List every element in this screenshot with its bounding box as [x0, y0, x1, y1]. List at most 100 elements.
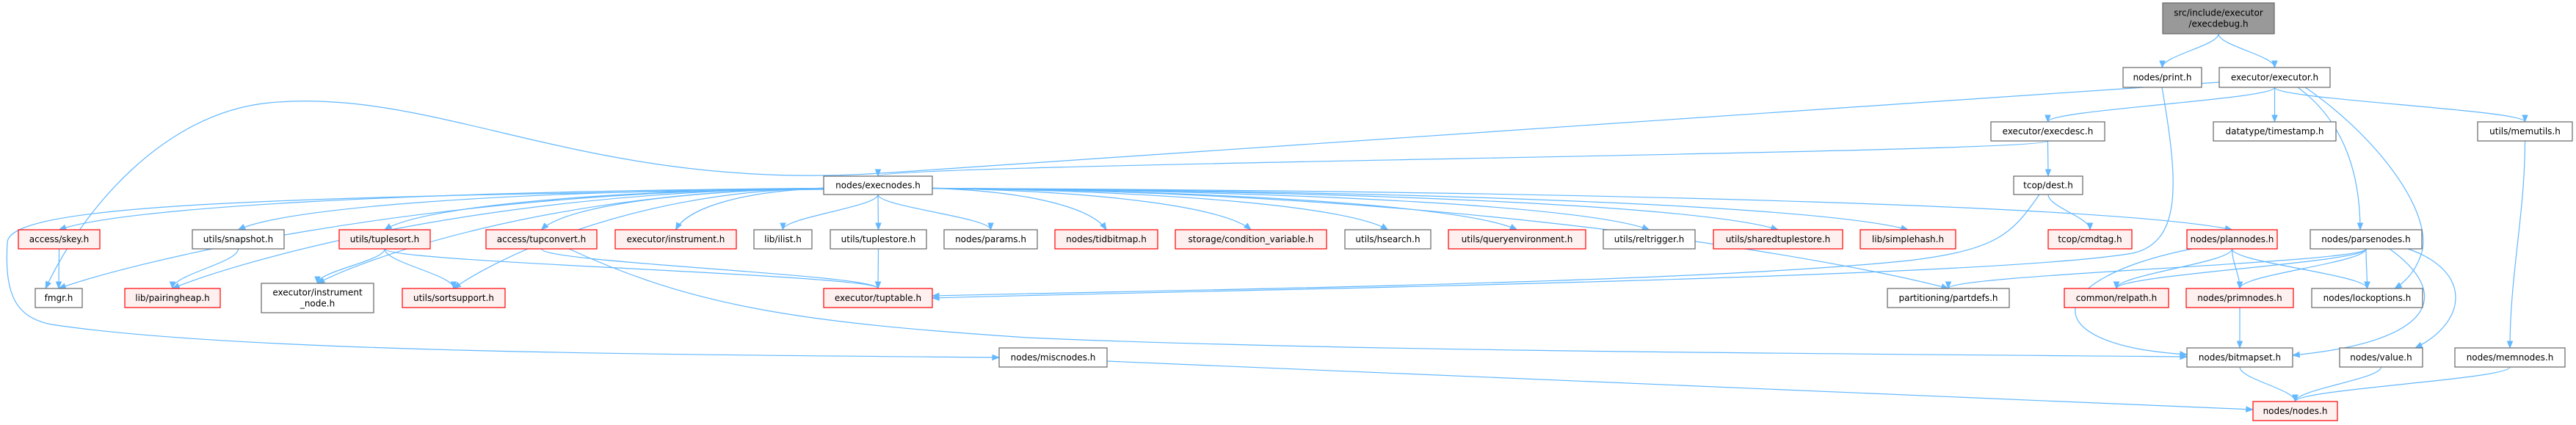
header-file-node[interactable]: nodes/memnodes.h — [2454, 347, 2566, 368]
node-box — [2122, 67, 2202, 88]
dependency-edge — [2292, 366, 2511, 403]
node-box — [2047, 229, 2133, 250]
header-file-node[interactable]: nodes/primnodes.h — [2185, 288, 2294, 308]
header-file-node[interactable]: executor/instrument_node.h — [261, 283, 374, 313]
node-label: storage/condition_variable.h — [1189, 234, 1314, 244]
dependency-edge — [314, 248, 385, 285]
header-file-node[interactable]: utils/memutils.h — [2477, 121, 2573, 142]
dependency-edge — [2045, 87, 2276, 123]
header-file-node[interactable]: access/tupconvert.h — [485, 229, 598, 250]
node-box — [1175, 229, 1327, 250]
node-box — [192, 229, 285, 250]
dependency-edge — [384, 248, 457, 290]
dependency-edge — [932, 187, 1518, 230]
dependency-edge — [2297, 87, 2364, 231]
dependency-edge — [1106, 360, 2254, 413]
header-file-node[interactable]: tcop/dest.h — [2013, 175, 2083, 195]
dependency-edge — [169, 248, 239, 290]
node-label: nodes/nodes.h — [2263, 406, 2328, 416]
header-file-node[interactable]: nodes/tidbitmap.h — [1054, 229, 1158, 250]
header-file-node[interactable]: utils/sharedtuplestore.h — [1713, 229, 1843, 250]
header-file-node[interactable]: utils/tuplesort.h — [338, 229, 431, 250]
node-box — [1054, 229, 1158, 250]
header-file-node[interactable]: nodes/parsenodes.h — [2310, 229, 2423, 250]
header-file-node[interactable]: utils/tuplestore.h — [830, 229, 927, 250]
header-file-node[interactable]: nodes/nodes.h — [2252, 401, 2338, 421]
dependency-edge — [2159, 33, 2219, 69]
node-label: nodes/primnodes.h — [2197, 293, 2282, 303]
node-box — [823, 175, 933, 195]
header-file-node[interactable]: nodes/bitmapset.h — [2186, 347, 2293, 368]
dependency-edge — [384, 248, 881, 290]
header-file-node[interactable]: executor/execdesc.h — [1990, 121, 2105, 142]
node-box — [2013, 175, 2083, 195]
header-file-node[interactable]: executor/instrument.h — [614, 229, 737, 250]
root-file-node: src/include/executor/execdebug.h — [2162, 2, 2275, 34]
dependency-edge — [316, 187, 824, 284]
dependency-edge — [57, 187, 824, 289]
header-file-node[interactable]: nodes/print.h — [2122, 67, 2202, 88]
header-file-node[interactable]: nodes/params.h — [943, 229, 1038, 250]
dependency-edge — [540, 187, 824, 230]
node-label: nodes/lockoptions.h — [2323, 293, 2412, 303]
header-file-node[interactable]: lib/pairingheap.h — [124, 288, 221, 308]
dependency-edge — [780, 194, 879, 231]
node-label: nodes/tidbitmap.h — [1066, 234, 1147, 244]
header-file-node[interactable]: nodes/lockoptions.h — [2311, 288, 2423, 308]
node-box — [1713, 229, 1843, 250]
node-box — [998, 347, 1108, 368]
node-label: executor/tuptable.h — [835, 293, 921, 303]
header-file-node[interactable]: executor/executor.h — [2218, 67, 2331, 88]
header-file-node[interactable]: fmgr.h — [35, 288, 83, 308]
node-label: partitioning/partdefs.h — [1898, 293, 1998, 303]
node-box — [2252, 401, 2338, 421]
header-file-node[interactable]: storage/condition_variable.h — [1175, 229, 1327, 250]
dependency-edge — [2236, 248, 2367, 290]
node-box — [1860, 229, 1956, 250]
header-file-node[interactable]: utils/hsearch.h — [1344, 229, 1432, 250]
dependency-edge — [875, 194, 882, 231]
node-box — [2186, 229, 2278, 250]
dependency-edge — [237, 187, 824, 230]
dependency-edge — [2113, 248, 2233, 290]
node-box — [2477, 121, 2573, 142]
header-file-node[interactable]: nodes/plannodes.h — [2186, 229, 2278, 250]
header-file-node[interactable]: lib/simplehash.h — [1860, 229, 1956, 250]
dependency-edge — [932, 187, 1252, 230]
node-label: access/tupconvert.h — [497, 234, 587, 244]
dependency-edge — [2218, 33, 2278, 69]
node-box — [124, 288, 221, 308]
node-label: nodes/miscnodes.h — [1011, 352, 1096, 363]
dependency-edge — [2113, 248, 2367, 290]
dependency-edge — [2274, 87, 2528, 123]
header-file-node[interactable]: partitioning/partdefs.h — [1887, 288, 2010, 308]
node-box — [2218, 67, 2331, 88]
header-file-node[interactable]: nodes/execnodes.h — [823, 175, 933, 195]
header-file-node[interactable]: tcop/cmdtag.h — [2047, 229, 2133, 250]
dependency-edge — [2045, 140, 2052, 178]
dependency-edge — [1945, 248, 2367, 290]
header-file-node[interactable]: nodes/value.h — [2339, 347, 2423, 368]
header-file-node[interactable]: utils/queryenvironment.h — [1448, 229, 1586, 250]
node-box — [338, 229, 431, 250]
header-file-node[interactable]: executor/tuptable.h — [823, 288, 933, 308]
header-file-node[interactable]: utils/sortsupport.h — [402, 288, 506, 308]
node-label: lib/pairingheap.h — [135, 293, 210, 303]
node-label: _node.h — [300, 299, 335, 309]
node-label: utils/reltrigger.h — [1614, 234, 1685, 244]
header-file-node[interactable]: common/relpath.h — [2064, 288, 2169, 308]
node-box — [402, 288, 506, 308]
header-file-node[interactable]: access/skey.h — [18, 229, 101, 250]
node-label: nodes/print.h — [2133, 73, 2192, 83]
header-file-node[interactable]: lib/ilist.h — [753, 229, 813, 250]
header-file-node[interactable]: nodes/miscnodes.h — [998, 347, 1108, 368]
header-file-node[interactable]: datatype/timestamp.h — [2213, 121, 2337, 142]
header-file-node[interactable]: utils/reltrigger.h — [1603, 229, 1696, 250]
dependency-edge — [932, 187, 1650, 230]
node-label: utils/sharedtuplestore.h — [1726, 234, 1831, 244]
node-label: utils/memutils.h — [2489, 126, 2561, 137]
node-box — [753, 229, 813, 250]
node-label: executor/execdesc.h — [2003, 126, 2094, 137]
header-file-node[interactable]: utils/snapshot.h — [192, 229, 285, 250]
